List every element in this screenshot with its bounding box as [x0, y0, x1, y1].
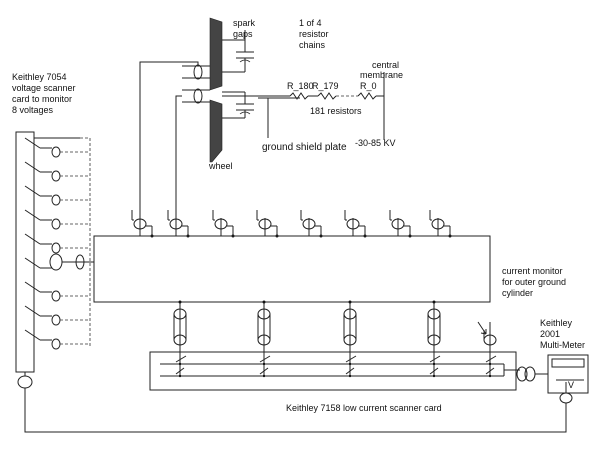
wheel-lower — [209, 99, 223, 163]
top-coax-row — [131, 210, 452, 238]
label-wheel: wheel — [208, 161, 233, 171]
multimeter-2001: V — [547, 354, 589, 404]
scanner-7158-switches — [160, 352, 504, 378]
label-k7054-2: voltage scanner — [12, 83, 76, 93]
label-k2001-1: Keithley — [540, 318, 573, 328]
label-current-1: current monitor — [502, 266, 563, 276]
label-current-2: for outer ground — [502, 277, 566, 287]
wire-wheel-to-box-left — [139, 61, 199, 218]
label-ground-shield-plate: ground shield plate — [262, 142, 347, 153]
label-k2001-3: Multi-Meter — [540, 340, 585, 350]
label-k7054-1: Keithley 7054 — [12, 72, 67, 82]
label-k7158: Keithley 7158 low current scanner card — [286, 403, 442, 413]
label-gaps: gaps — [233, 29, 253, 39]
label-central: central — [372, 60, 399, 70]
wheel-assembly — [182, 17, 254, 163]
label-k7054-3: card to monitor — [12, 94, 72, 104]
label-current-3: cylinder — [502, 288, 533, 298]
wire-wheel-to-box-right — [175, 95, 182, 218]
label-membrane: membrane — [360, 70, 403, 80]
current-monitor-arrow — [477, 321, 487, 335]
voltage-scanner-7054 — [15, 131, 94, 389]
bottom-coax-row — [173, 300, 497, 352]
label-r0: R_0 — [360, 81, 377, 91]
label-181-resistors: 181 resistors — [310, 106, 362, 116]
multimeter-display — [551, 358, 585, 368]
low-current-scanner-card — [149, 351, 517, 391]
label-chain-2: resistor — [299, 29, 329, 39]
resistor-chain — [222, 72, 385, 140]
wire-7054-to-multimeter — [24, 388, 567, 433]
wheel-upper — [209, 17, 223, 91]
label-voltage: -30-85 KV — [355, 138, 396, 148]
label-chain-3: chains — [299, 40, 326, 50]
label-chain-1: 1 of 4 — [299, 18, 322, 28]
meter-v-label: V — [568, 380, 574, 390]
high-voltage-housing-box — [93, 235, 491, 303]
label-k2001-2: 2001 — [540, 329, 560, 339]
label-spark: spark — [233, 18, 256, 28]
label-r180: R_180 — [287, 81, 314, 91]
label-r179: R_179 — [312, 81, 339, 91]
label-k7054-4: 8 voltages — [12, 105, 54, 115]
